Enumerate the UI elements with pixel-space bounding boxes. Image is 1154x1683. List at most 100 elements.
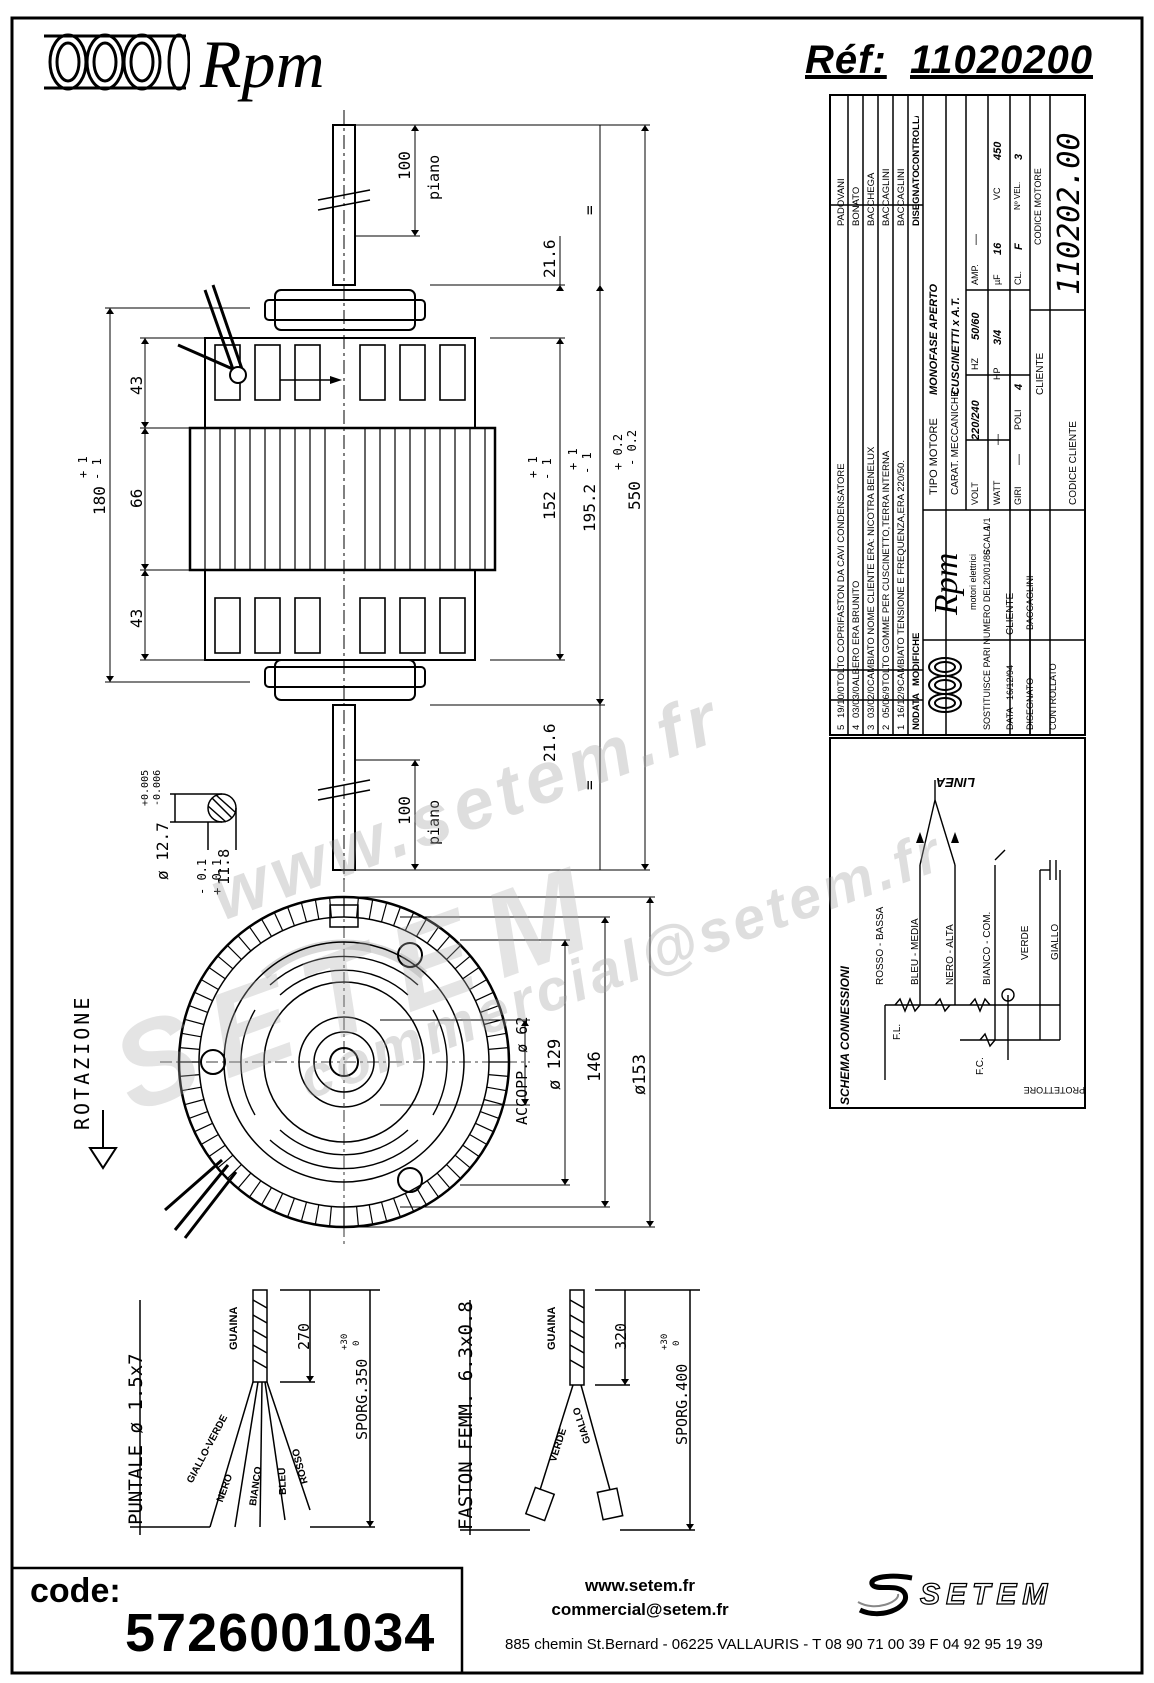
setem-swoosh-icon xyxy=(857,1573,913,1617)
radial-fin xyxy=(393,906,401,926)
mod-date: 16/12/94 xyxy=(896,686,907,718)
tb-volt-label: VOLT xyxy=(970,482,980,505)
tb-data-val: 16/12/94 xyxy=(1005,664,1015,700)
dim-180-tol-minus: - 1 xyxy=(90,458,104,480)
radial-fin xyxy=(426,1180,440,1198)
tb-hz-val: 50/60 xyxy=(970,312,982,340)
dim-shoulder-top: 21.6 xyxy=(540,239,559,278)
rotation-label: ROTAZIONE xyxy=(70,994,94,1130)
reference-label: Réf: xyxy=(805,38,887,82)
dim-66: 66 xyxy=(127,488,146,508)
schema-label-nero: NERO - ALTA xyxy=(945,924,956,985)
radial-fin xyxy=(179,1047,200,1050)
mod-header-text: MODIFICHE xyxy=(911,632,922,686)
tb-volt-val: 220/240 xyxy=(970,400,982,440)
dim-shaft-top: 100 xyxy=(395,151,414,180)
lead-left-sporg-tol-plus: +30 xyxy=(340,1333,350,1350)
radial-fin xyxy=(208,1144,226,1158)
radial-fin xyxy=(184,1018,205,1026)
modification-row: 2 05/06/97TOLTO GOMME PER CUSCINETTO,TERR… xyxy=(879,90,894,730)
schema-protettore: PROTETTORE xyxy=(1023,1085,1085,1095)
radial-fin xyxy=(393,1198,401,1218)
schema-fl: F.L. xyxy=(892,1023,903,1040)
tb-cl-val: F xyxy=(1013,243,1025,250)
mod-header-date: DATA xyxy=(911,693,922,718)
tb-giri-label: GIRI xyxy=(1013,486,1023,505)
mod-number: 5 xyxy=(836,724,847,730)
footer-address: 885 chemin St.Bernard - 06225 VALLAURIS … xyxy=(505,1636,1043,1653)
lead-left-sporg: SPORG.350 xyxy=(353,1358,371,1440)
radial-fin xyxy=(273,1193,284,1212)
mod-number: 1 xyxy=(896,724,907,730)
tb-disegnato-label: DISEGNATO xyxy=(1025,677,1035,730)
lead-left-wire-bleu: BLEU xyxy=(277,1467,289,1495)
tb-sostituisce-label: SOSTITUISCE PARI NUMERO DEL xyxy=(982,584,992,730)
tb-nvel-val: 3 xyxy=(1013,153,1025,160)
radial-fin xyxy=(237,1172,252,1189)
dim-1952: 195.2 xyxy=(580,483,599,532)
dim-shaft-dia-tol-minus: -0.006 xyxy=(152,769,163,806)
tb-tipo-motore-label: TIPO MOTORE xyxy=(928,418,940,495)
radial-fin xyxy=(237,935,252,952)
mod-by: BACCAGLINI xyxy=(881,168,892,226)
dim-eq-top: = xyxy=(580,205,599,215)
tb-watt-label: WATT xyxy=(992,480,1002,506)
radial-fin xyxy=(486,1086,507,1092)
tb-hz-label: HZ xyxy=(970,358,980,370)
lead-right-dim-320: 320 xyxy=(612,1322,630,1350)
dim-43-bottom: 43 xyxy=(127,608,146,628)
tb-poli-val: 4 xyxy=(1013,383,1025,390)
dim-piano-top: piano xyxy=(425,154,443,200)
tb-scala-val: 1/1 xyxy=(982,517,992,530)
radial-fin xyxy=(200,978,219,991)
code-value: 5726001034 xyxy=(125,1603,436,1663)
radial-fin xyxy=(488,1047,509,1050)
dim-1952-tol-minus: - 1 xyxy=(580,452,594,474)
dim-152: 152 xyxy=(540,491,559,520)
tb-hp-label: HP xyxy=(992,367,1002,380)
dim-dia-153: ø153 xyxy=(630,1054,650,1095)
tb-vc-val: 450 xyxy=(992,141,1004,160)
radial-fin xyxy=(454,955,471,970)
schema-label-bianco: BIANCO - COM. xyxy=(982,911,993,985)
tb-uf-val: 16 xyxy=(992,242,1004,255)
radial-fin xyxy=(483,1098,504,1106)
radial-fin xyxy=(415,918,428,937)
radial-fin xyxy=(446,1164,462,1180)
modification-row: 519/10/07TOLTO COPRIFASTON DA CAVI CONDE… xyxy=(834,90,849,730)
tb-hp-val: 3/4 xyxy=(992,329,1004,345)
tb-tipo-motore-val: MONOFASE APERTO xyxy=(928,283,940,395)
lead-left-sporg-tol-minus: 0 xyxy=(352,1340,362,1346)
radial-fin xyxy=(488,1074,509,1077)
radial-fin xyxy=(486,1032,507,1038)
radial-fin xyxy=(329,897,332,918)
dim-shaft-dia: ø 12.7 xyxy=(153,822,172,880)
reference-value: 11020200 xyxy=(910,38,1093,82)
tb-disegnato-val: BACCAGLINI xyxy=(1025,575,1035,630)
mod-date: 05/06/97 xyxy=(881,686,892,718)
radial-fin xyxy=(380,1201,388,1222)
radial-fin xyxy=(260,1187,273,1206)
mod-text: CAMBIATO TENSIONE E FREQUENZA,ERA 220/50… xyxy=(896,460,907,686)
radial-fins xyxy=(179,897,509,1227)
lead-left-tip-label: PUNTALE ø 1.5x7 xyxy=(125,1353,147,1525)
radial-fin xyxy=(314,1204,320,1225)
radial-fin xyxy=(480,1111,500,1119)
schema-label-rosso: ROSSO - BASSA xyxy=(875,906,886,985)
footer-website-link[interactable]: www.setem.fr xyxy=(585,1576,695,1595)
tb-giri-val: — xyxy=(1013,454,1025,465)
radial-fin xyxy=(181,1086,202,1092)
radial-fin xyxy=(380,902,388,923)
tb-watt-val: — xyxy=(992,434,1004,445)
footer-email-link[interactable]: commercial@setem.fr xyxy=(551,1600,729,1619)
footer-brand: SETEM xyxy=(919,1577,1054,1611)
wiring-schema xyxy=(884,780,1061,1080)
mod-by: PADOVANI xyxy=(836,178,847,226)
dim-550-tol-minus: - 0.2 xyxy=(625,429,639,466)
mod-text: TOLTO GOMME PER CUSCINETTO,TERRA INTERNA xyxy=(881,450,892,686)
radial-fin xyxy=(475,1122,494,1133)
radial-fin xyxy=(368,899,374,920)
radial-fin xyxy=(469,978,488,991)
mod-number: 2 xyxy=(881,724,892,730)
tb-cliente-label-2: CLIENTE xyxy=(1035,352,1046,395)
